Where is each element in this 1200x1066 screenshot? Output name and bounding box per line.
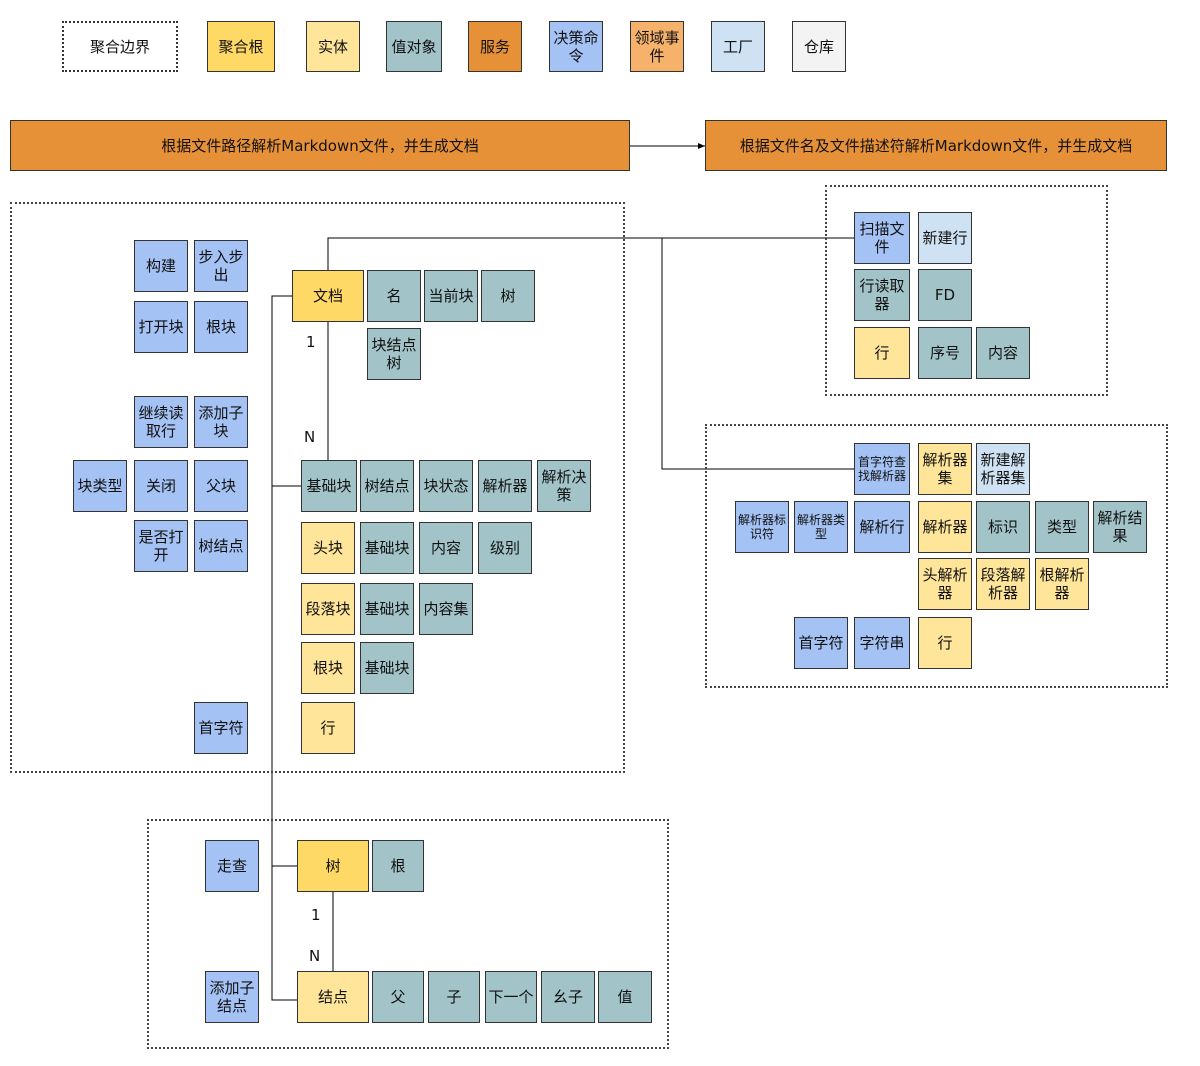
legend-value-object: 值对象 (386, 21, 442, 72)
command-step-in-out: 步入步出 (194, 240, 248, 292)
command-is-open: 是否打开 (134, 520, 188, 572)
entity-root-block: 根块 (301, 642, 355, 694)
legend-aggregate-root: 聚合根 (207, 21, 275, 72)
value-paragraph-content-set: 内容集 (419, 583, 473, 635)
command-parse-line: 解析行 (854, 501, 910, 553)
command-first-char: 首字符 (194, 702, 248, 754)
command-scan-file: 扫描文件 (854, 212, 910, 264)
document-aggregate-boundary (10, 202, 625, 773)
value-head-base-block: 基础块 (360, 522, 414, 574)
value-parse-result: 解析结果 (1093, 501, 1147, 553)
value-type: 类型 (1035, 501, 1089, 553)
factory-new-parser-set: 新建解析器集 (976, 443, 1030, 495)
value-tree-node: 树结点 (360, 460, 414, 512)
connector-document-to-scan-file (327, 237, 854, 270)
command-add-child-block: 添加子块 (194, 396, 248, 448)
legend-entity: 实体 (306, 21, 360, 72)
value-parse-decision: 解析决策 (537, 460, 591, 512)
service-parse-by-fd: 根据文件名及文件描述符解析Markdown文件，并生成文档 (705, 120, 1167, 171)
value-block-node-tree: 块结点树 (367, 328, 421, 380)
value-block-state: 块状态 (419, 460, 473, 512)
value-tree: 树 (481, 270, 535, 322)
entity-parser-set: 解析器集 (918, 443, 972, 495)
value-paragraph-base-block: 基础块 (360, 583, 414, 635)
value-tree-root: 根 (372, 840, 424, 892)
value-parser: 解析器 (478, 460, 532, 512)
entity-scanner-line: 行 (854, 327, 910, 379)
connector-document-to-tree-node (271, 295, 297, 1001)
value-node-parent: 父 (372, 971, 424, 1023)
entity-tree-node: 结点 (297, 971, 369, 1023)
value-identifier: 标识 (976, 501, 1030, 553)
command-open-block: 打开块 (134, 301, 188, 353)
value-name: 名 (367, 270, 421, 322)
entity-paragraph-block: 段落块 (301, 583, 355, 635)
value-line-reader: 行读取器 (854, 269, 910, 321)
command-string: 字符串 (854, 617, 910, 669)
value-sequence: 序号 (918, 327, 972, 379)
command-parent-block: 父块 (194, 460, 248, 512)
command-close: 关闭 (134, 460, 188, 512)
command-find-parser-by-char: 首字符查找解析器 (854, 443, 910, 495)
tree-aggregate-boundary (147, 819, 669, 1049)
legend-boundary: 聚合边界 (62, 21, 178, 72)
entity-line: 行 (301, 702, 355, 754)
legend-service: 服务 (468, 21, 522, 72)
legend-factory: 工厂 (711, 21, 765, 72)
legend-command: 决策命令 (549, 21, 603, 72)
command-parser-first-char: 首字符 (794, 617, 848, 669)
legend-domain-event: 领域事件 (630, 21, 684, 72)
value-head-content: 内容 (419, 522, 473, 574)
value-node-child: 子 (428, 971, 480, 1023)
multiplicity-n-tree: N (309, 947, 321, 965)
tree-root: 树 (297, 840, 369, 892)
entity-head-parser: 头解析器 (918, 558, 972, 610)
value-node-next: 下一个 (485, 971, 537, 1023)
value-fd: FD (918, 269, 972, 321)
value-head-level: 级别 (478, 522, 532, 574)
command-parser-identifier: 解析器标识符 (735, 501, 789, 553)
entity-parser-line: 行 (918, 617, 972, 669)
value-node-youngest: 幺子 (541, 971, 595, 1023)
document-root: 文档 (292, 270, 364, 322)
command-continue-read-line: 继续读取行 (134, 396, 188, 448)
command-build: 构建 (134, 240, 188, 292)
value-node-value: 值 (598, 971, 652, 1023)
value-current-block: 当前块 (424, 270, 478, 322)
command-block-type: 块类型 (73, 460, 127, 512)
entity-root-parser: 根解析器 (1035, 558, 1089, 610)
command-walk: 走查 (205, 840, 259, 892)
command-root-block: 根块 (194, 301, 248, 353)
multiplicity-n-document: N (304, 428, 316, 446)
entity-parser: 解析器 (918, 501, 972, 553)
multiplicity-one-tree: 1 (311, 906, 321, 924)
value-scanner-content: 内容 (976, 327, 1030, 379)
factory-new-line: 新建行 (918, 212, 972, 264)
service-parse-by-path: 根据文件路径解析Markdown文件，并生成文档 (10, 120, 630, 171)
entity-head-block: 头块 (301, 522, 355, 574)
parser-aggregate-boundary (705, 424, 1168, 688)
entity-paragraph-parser: 段落解析器 (976, 558, 1030, 610)
legend-repository: 仓库 (792, 21, 846, 72)
command-add-child-node: 添加子结点 (205, 971, 259, 1023)
connector-to-find-parser (661, 238, 854, 470)
base-block: 基础块 (301, 460, 357, 512)
command-tree-node: 树结点 (194, 520, 248, 572)
value-root-base-block: 基础块 (360, 642, 414, 694)
scanner-aggregate-boundary (825, 185, 1108, 396)
command-parser-type: 解析器类型 (794, 501, 848, 553)
multiplicity-one-document: 1 (306, 333, 316, 351)
